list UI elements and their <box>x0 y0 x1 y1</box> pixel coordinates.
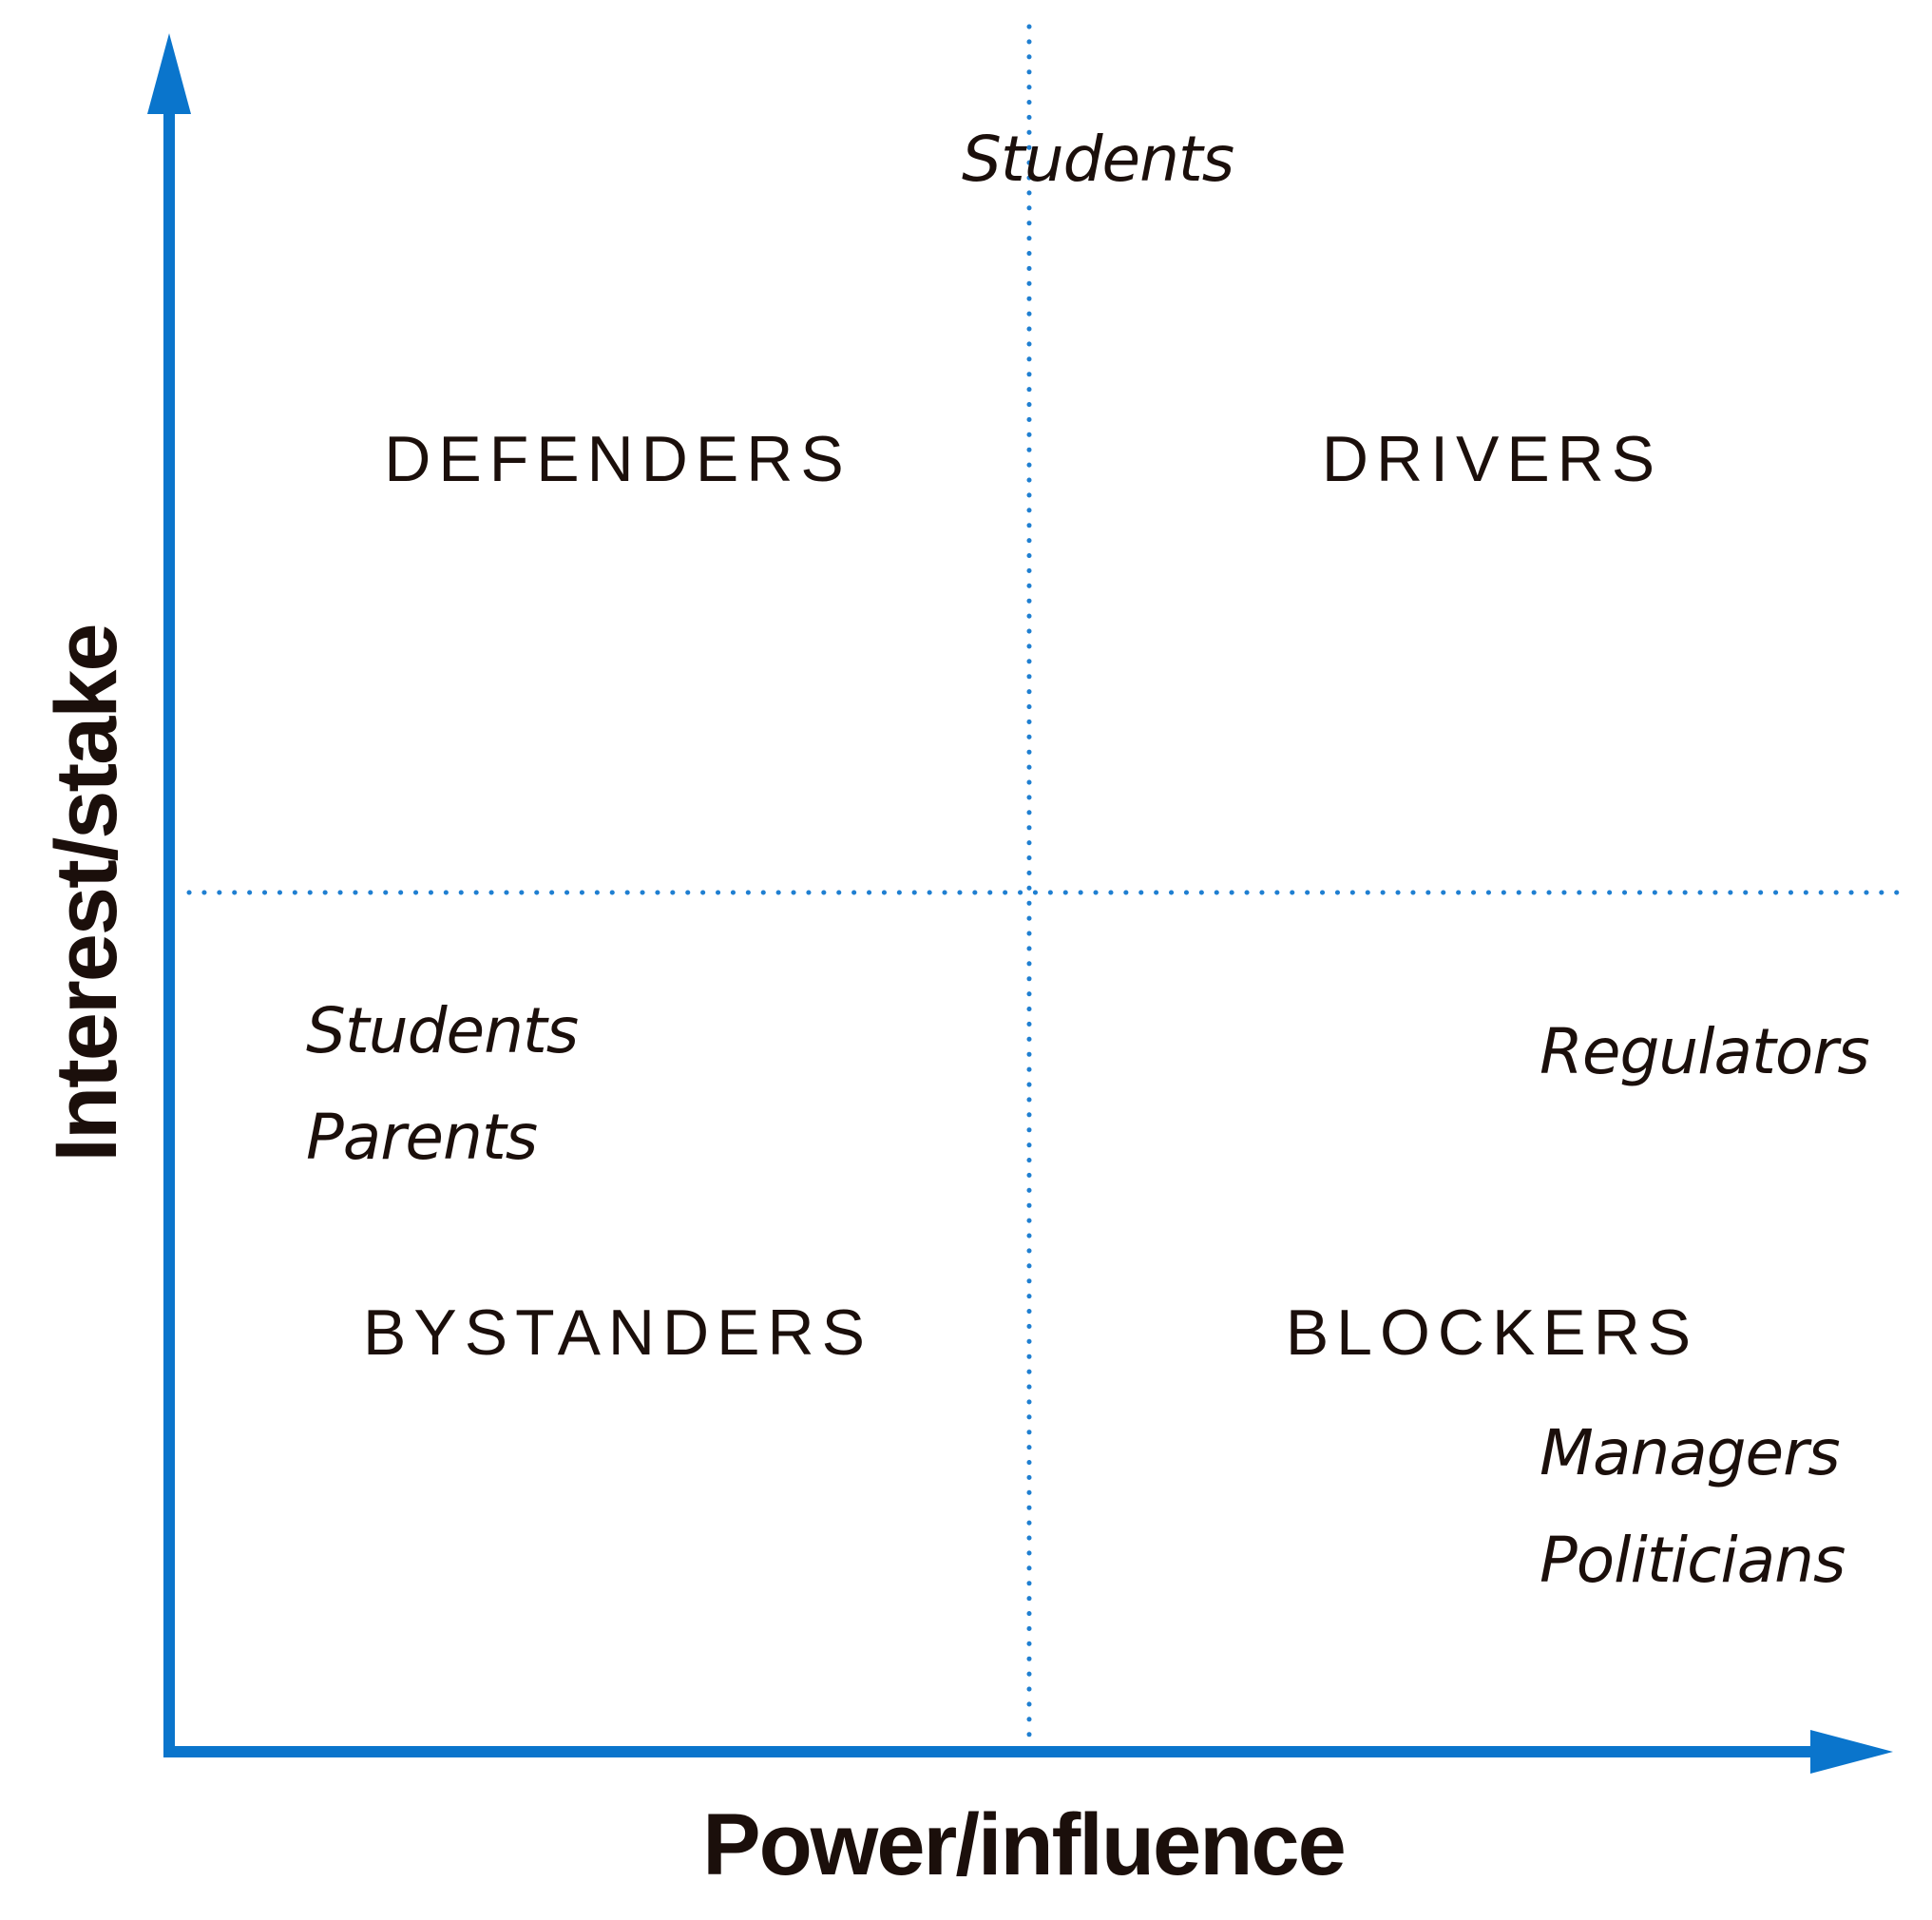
stakeholder-label: Regulators <box>1540 1015 1869 1088</box>
stakeholder-label: Parents <box>306 1101 537 1174</box>
y-axis-arrowhead-icon <box>147 33 191 114</box>
stakeholder-label: Politicians <box>1540 1524 1845 1597</box>
quadrant-title-bystanders: BYSTANDERS <box>363 1296 872 1369</box>
x-axis-arrowhead-icon <box>1810 1730 1893 1774</box>
quadrant-title-drivers: DRIVERS <box>1322 423 1662 495</box>
quadrant-title-blockers: BLOCKERS <box>1286 1296 1698 1369</box>
quadrant-title-defenders: DEFENDERS <box>384 423 851 495</box>
stakeholder-label: Managers <box>1540 1416 1840 1489</box>
stakeholder-label: Students <box>962 123 1234 196</box>
x-axis-label: Power/influence <box>702 1796 1345 1893</box>
y-axis-label: Interest/stake <box>38 624 135 1162</box>
stakeholder-label: Students <box>306 994 578 1067</box>
